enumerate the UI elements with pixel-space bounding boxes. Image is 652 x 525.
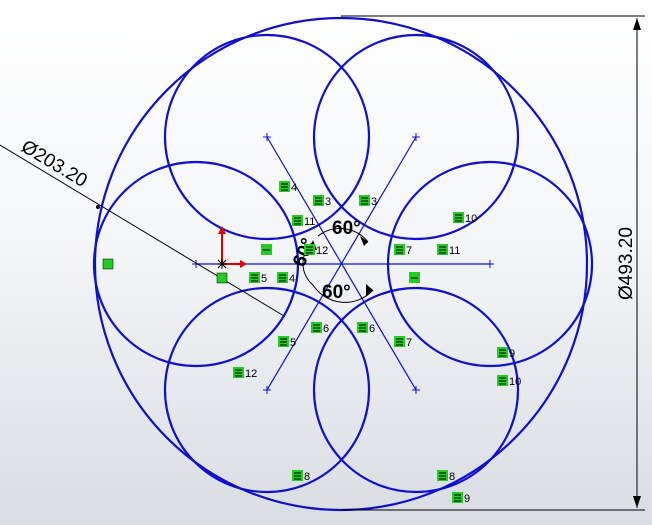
dimension-leader-dot (96, 205, 100, 209)
equal-sign-icon (235, 369, 242, 377)
relation-number: 9 (509, 348, 515, 360)
angle-top-text[interactable]: 60° (332, 218, 361, 239)
angle-arc-top (317, 228, 369, 243)
angle-bottom-text[interactable]: 60° (322, 282, 351, 303)
relation-badge[interactable]: 11 (292, 215, 315, 228)
relation-badge[interactable]: 3 (313, 195, 331, 208)
equal-sign-icon (499, 377, 506, 385)
equal-sign-icon (306, 246, 313, 254)
equal-sign-icon (499, 349, 506, 357)
relation-badge[interactable]: 5 (278, 336, 296, 349)
small-circle-top-left[interactable] (163, 33, 371, 241)
small-circle-bottom-left[interactable] (163, 286, 371, 494)
dimension-arrow-up-icon (633, 18, 641, 30)
endpoint-marker (263, 133, 271, 141)
equal-sign-icon (455, 214, 462, 222)
relation-badge[interactable]: 4 (279, 181, 297, 194)
relation-number: 11 (449, 245, 460, 257)
angle-arrow-icon (360, 236, 368, 246)
equal-sign-icon (279, 274, 286, 282)
relation-badge[interactable]: 6 (357, 322, 375, 335)
origin-asterisk-icon (217, 259, 227, 269)
relation-badge[interactable] (409, 272, 420, 283)
relation-badge[interactable]: 7 (394, 336, 412, 349)
equal-sign-icon (280, 338, 287, 346)
endpoint-marker (412, 133, 420, 141)
small-circle-top-right[interactable] (312, 33, 520, 241)
equal-sign-icon (251, 274, 258, 282)
equal-sign-icon (313, 324, 320, 332)
relation-badge[interactable]: 12 (304, 244, 328, 257)
relation-number: 5 (290, 337, 296, 349)
relation-number: 4 (289, 273, 295, 285)
equal-sign-icon (294, 472, 301, 480)
relation-number: 10 (465, 213, 477, 225)
relation-number: 6 (369, 323, 375, 335)
relation-number: 7 (406, 245, 412, 257)
relation-badge[interactable]: 10 (497, 375, 521, 388)
relation-number: 8 (449, 471, 455, 483)
relation-badge[interactable]: 9 (497, 347, 515, 360)
relation-number: 3 (371, 196, 377, 208)
relation-badge[interactable]: 4 (277, 272, 295, 285)
angle-arrow-icon (366, 284, 373, 296)
origin-marker[interactable] (217, 226, 247, 269)
dimension-large-diameter[interactable]: Ø493.20 (341, 15, 645, 511)
relation-number: 8 (304, 471, 310, 483)
equal-sign-icon (396, 246, 403, 254)
endpoint-markers (192, 133, 494, 394)
dimension-small-diameter[interactable]: Ø203.20 (0, 136, 285, 317)
relation-number: 9 (464, 493, 470, 505)
relation-number: 6 (323, 323, 329, 335)
relation-badge[interactable] (261, 244, 272, 255)
relation-badge[interactable]: 5 (249, 272, 267, 285)
relation-number: 12 (316, 245, 328, 257)
relation-number: 4 (291, 182, 297, 194)
angle-arc-bottom (312, 284, 374, 303)
equal-sign-icon (454, 494, 461, 502)
relation-badge[interactable]: 7 (394, 244, 412, 257)
relation-number: 5 (261, 273, 267, 285)
relation-badge[interactable]: 6 (311, 322, 329, 335)
dimension-leader-line (0, 144, 285, 317)
equal-sign-icon (396, 338, 403, 346)
origin-x-arrow-icon (240, 260, 247, 268)
dimension-arrow-down-icon (633, 496, 641, 508)
endpoint-marker (412, 386, 420, 394)
relation-number: 7 (406, 337, 412, 349)
equal-sign-icon (361, 197, 368, 205)
relation-badge[interactable]: 8 (292, 470, 310, 483)
small-circle-bottom-right[interactable] (312, 286, 520, 494)
relation-number: 11 (304, 216, 315, 228)
equal-sign-icon (281, 183, 288, 191)
dimension-small-diameter-text: Ø203.20 (17, 136, 90, 192)
relation-number: 3 (325, 196, 331, 208)
relation-badge[interactable]: 10 (453, 212, 477, 225)
relation-badge[interactable]: 12 (233, 367, 257, 380)
equal-sign-icon (439, 246, 446, 254)
equal-sign-icon (359, 324, 366, 332)
relation-badge[interactable]: 9 (452, 492, 470, 505)
relation-number: 12 (245, 368, 257, 380)
relation-badge[interactable]: 8 (437, 470, 455, 483)
fixed-relation-icon[interactable] (216, 272, 228, 284)
endpoint-marker (486, 260, 494, 268)
relation-badge[interactable]: 3 (359, 195, 377, 208)
dimension-large-diameter-text: Ø493.20 (616, 227, 637, 300)
endpoint-marker (192, 260, 200, 268)
endpoint-marker (263, 386, 271, 394)
angle-dimensions: 60° 60° 60° (289, 218, 374, 303)
equal-sign-icon (315, 197, 322, 205)
equal-sign-icon (294, 217, 301, 225)
relation-badge[interactable]: 11 (437, 244, 460, 257)
origin-y-arrow-icon (218, 226, 226, 234)
equal-sign-icon (439, 472, 446, 480)
construction-line-diag-2[interactable] (266, 136, 417, 391)
fixed-relation-icon[interactable] (102, 258, 114, 270)
relation-number: 10 (509, 376, 521, 388)
